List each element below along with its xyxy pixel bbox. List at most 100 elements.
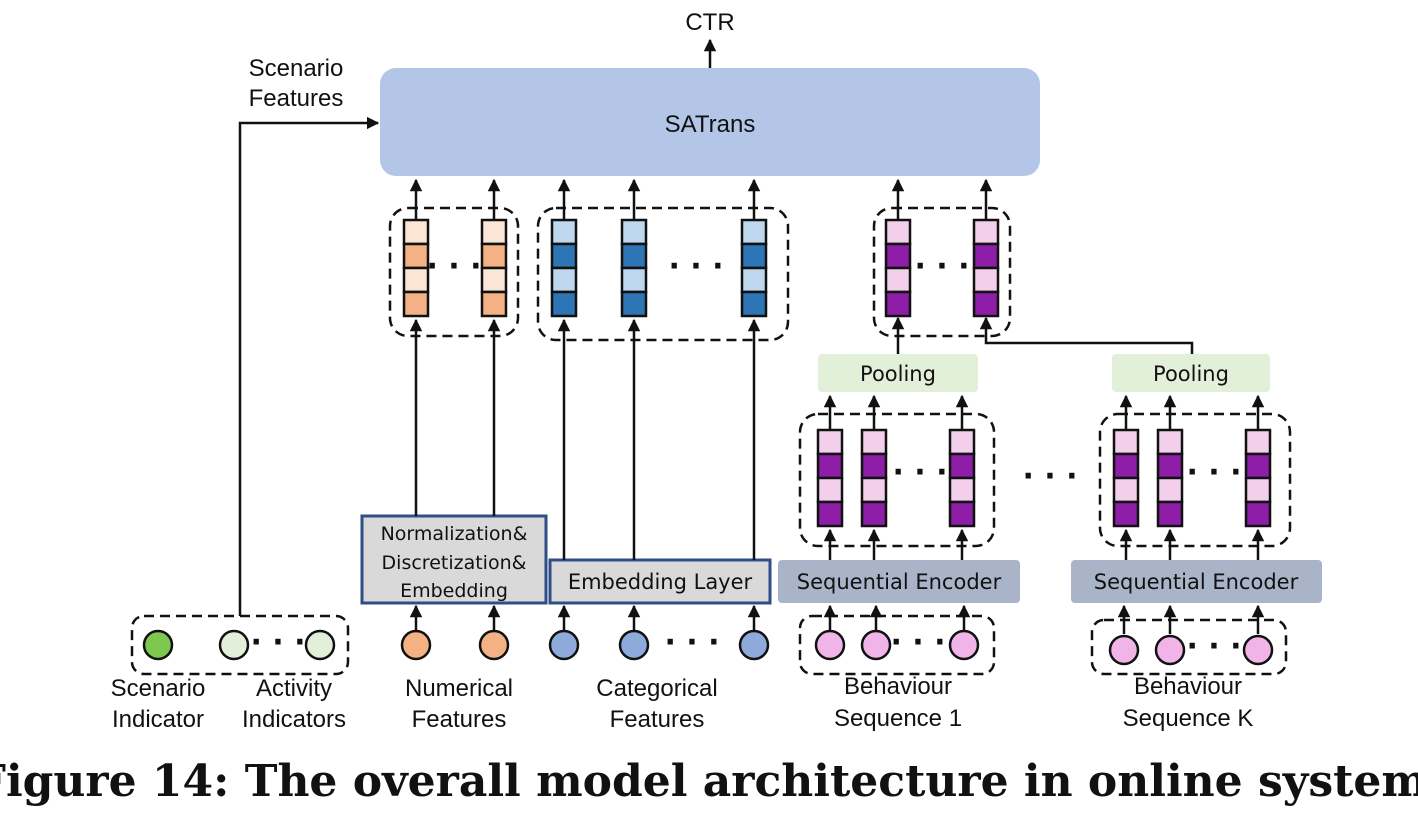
behaviour-pooled-stack-2-cell-4 [972,290,1000,318]
categorical-stack-1-cell-1 [550,218,578,246]
sequence-1-stack-2-cell-3 [860,476,888,504]
activity-indicators-label-1: Activity [256,675,332,702]
sequence-1-stack-1-cell-3 [816,476,844,504]
categorical-features-label-2: Features [610,706,705,733]
poolingk-to-stack-arrow [979,316,1194,354]
behaviour-pooled-stack-1-cell-2 [884,242,912,270]
categorical-stack-3-cell-3 [740,266,768,294]
activity-ellipsis: · · · [250,625,305,660]
categorical-feature-dot-2 [618,629,650,661]
sequence-1-input-ellipsis: · · · [890,625,945,660]
sequence-1-group [798,412,996,548]
categorical-stack-2-cell-3 [620,266,648,294]
behaviour-pooled-stack-1-cell-3 [884,266,912,294]
behaviour-sequence-1-label-2: Sequence 1 [834,705,962,732]
scenario-indicator-dot [142,629,174,661]
numerical-stack-1-cell-1 [402,218,430,246]
scenario-features-label-line1: Scenario [249,55,344,82]
numerical-processor-box [360,514,548,605]
behaviour-sequence-k-label-2: Sequence K [1123,705,1254,732]
categorical-input-ellipsis: · · · [664,625,719,660]
sequential-encoder-k [1071,560,1322,603]
embedding-layer-label: Embedding Layer [568,570,753,594]
numerical-features-label-2: Features [412,706,507,733]
ctr-label: CTR [685,9,734,36]
categorical-stack-3-cell-4 [740,290,768,318]
sequence-1-dot-2 [860,629,892,661]
behaviour-pooled-stack-2-cell-2 [972,242,1000,270]
sequence-k-stack-3-cell-4 [1244,500,1272,528]
numerical-stack-1-cell-4 [402,290,430,318]
sequence-k-stack-2-cell-2 [1156,452,1184,480]
satrans-block [380,68,1040,176]
input-feature-dots [142,629,1274,666]
sequence-1-dot-1 [814,629,846,661]
pooling-box-1 [818,354,978,392]
sequential-encoder-1-label: Sequential Encoder [797,570,1002,594]
categorical-embedding-group [536,206,790,342]
categorical-stack-1-cell-4 [550,290,578,318]
behaviour-sequence-k-label-1: Behaviour [1134,673,1242,700]
sequence-k-input-group [1090,618,1288,676]
numerical-stack-1-cell-3 [402,266,430,294]
sequence-k-stack-3-cell-1 [1244,428,1272,456]
satrans-label: SATrans [665,111,756,138]
numerical-stack-1-cell-2 [402,242,430,270]
categorical-stack-2-cell-2 [620,242,648,270]
sequence-1-stack-1-cell-2 [816,452,844,480]
numerical-feature-dot-2 [478,629,510,661]
sequence-k-stack-2-cell-3 [1156,476,1184,504]
sequence-k-stack-1-cell-3 [1112,476,1140,504]
scenario-input-group [130,614,350,676]
sequence-1-stack-3-cell-1 [948,428,976,456]
sequential-encoder-k-label: Sequential Encoder [1094,570,1299,594]
sequence-k-stack-3-cell-2 [1244,452,1272,480]
numerical-processor-line2: Discretization& [382,552,527,574]
sequence-k-stack-2-cell-1 [1156,428,1184,456]
numerical-feature-dot-1 [400,629,432,661]
sequence-k-group [1098,412,1292,548]
categorical-stack-1-cell-3 [550,266,578,294]
sequence-1-stack-3-cell-2 [948,452,976,480]
sequence-1-dot-3 [948,629,980,661]
sequential-encoder-1 [778,560,1020,603]
embedding-layer-box [548,558,772,605]
behaviour-pooled-stack-1-cell-1 [884,218,912,246]
processor-to-stack-arrows [409,318,1265,634]
categorical-stack-2-cell-4 [620,290,648,318]
sequence-k-stack-1-cell-1 [1112,428,1140,456]
numerical-stack-2-cell-2 [480,242,508,270]
sequence-1-input-group [798,614,996,676]
sequence-k-stack-2-cell-4 [1156,500,1184,528]
behaviour-pooled-stack-1-cell-4 [884,290,912,318]
sequence-k-dot-1 [1108,634,1140,666]
behaviour-pooled-group [872,206,1012,338]
sequence-1-stack-2-cell-1 [860,428,888,456]
sequence-k-ellipsis: · · · [1186,455,1241,490]
activity-indicators-label-2: Indicators [242,706,346,733]
numerical-processor-line1: Normalization& [381,523,528,545]
numerical-embedding-group [388,206,520,338]
sequence-1-stack-2-cell-2 [860,452,888,480]
activity-indicator-dot-1 [218,629,250,661]
pooling-label-1: Pooling [860,362,936,386]
sequence-1-stack-1-cell-4 [816,500,844,528]
sequence-1-stack-2-cell-4 [860,500,888,528]
sequence-k-stack-3-cell-3 [1244,476,1272,504]
pooling-label-k: Pooling [1153,362,1229,386]
sequence-1-stack-3-cell-4 [948,500,976,528]
numerical-processor-line3: Embedding [400,580,508,602]
scenario-features-label-line2: Features [249,85,344,112]
behaviour-pooled-stack-2-cell-1 [972,218,1000,246]
numerical-stack-2-cell-3 [480,266,508,294]
sequence-k-dot-3 [1242,634,1274,666]
categorical-stack-3-cell-2 [740,242,768,270]
embedding-stacks [402,218,1272,528]
sequence-1-stack-3-cell-3 [948,476,976,504]
figure-caption: Figure 14: The overall model architectur… [0,756,1418,807]
numerical-ellipsis: · · · [426,249,481,284]
categorical-stack-2-cell-1 [620,218,648,246]
categorical-feature-dot-1 [548,629,580,661]
sequence-k-dot-2 [1154,634,1186,666]
